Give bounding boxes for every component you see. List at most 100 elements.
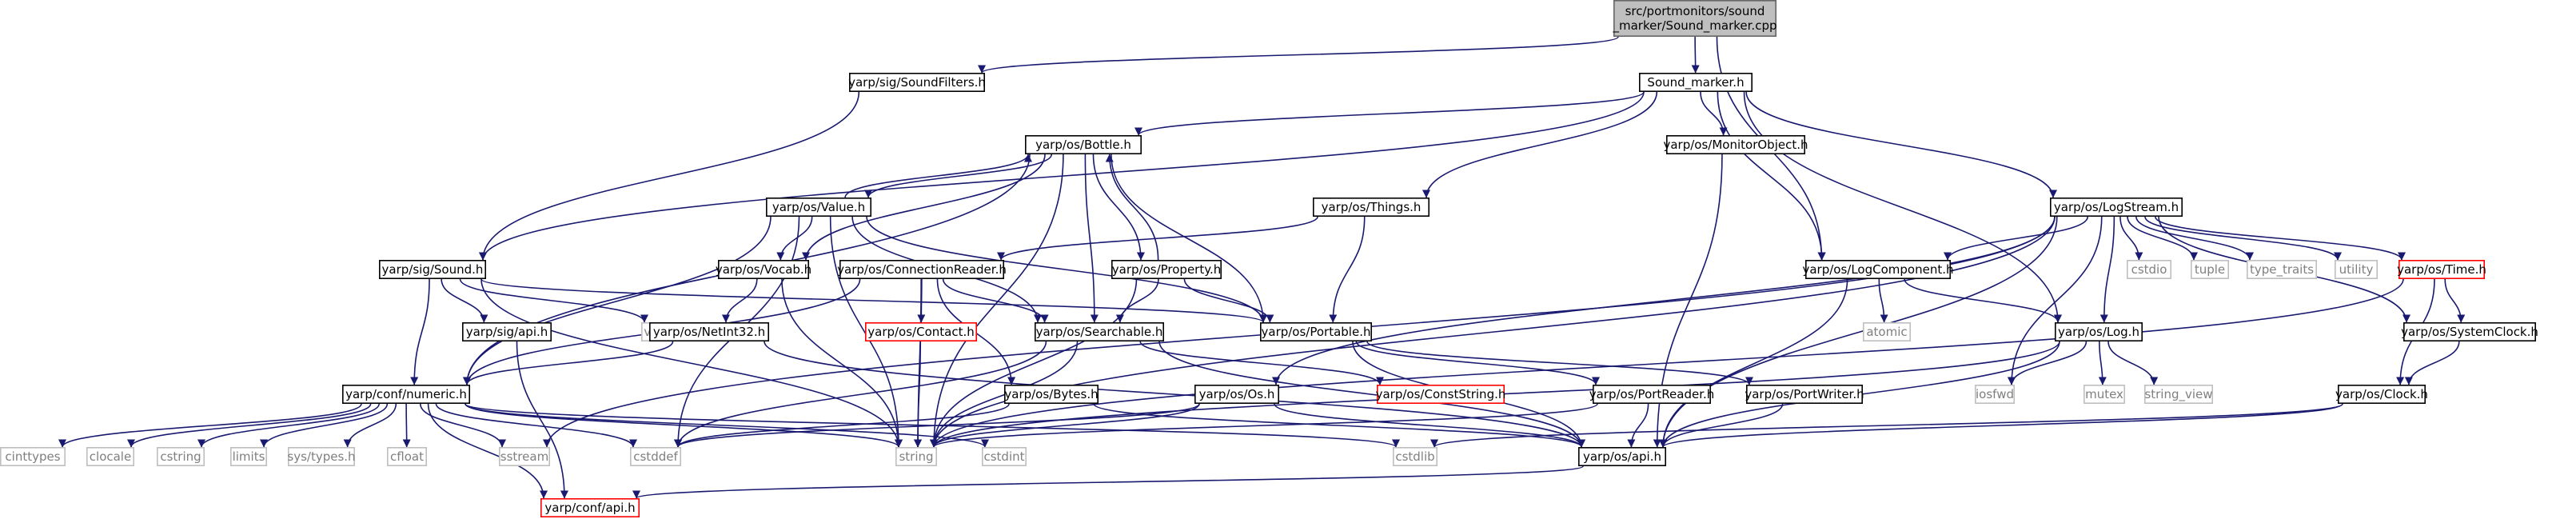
node-logstream[interactable]: yarp/os/LogStream.h — [2050, 198, 2183, 218]
node-label-portreader: yarp/os/PortReader.h — [1589, 387, 1715, 401]
node-systemclock[interactable]: yarp/os/SystemClock.h — [2401, 321, 2538, 341]
node-mutex[interactable]: mutex — [2084, 384, 2126, 404]
node-things[interactable]: yarp/os/Things.h — [1313, 198, 1430, 218]
node-sstream[interactable]: sstream — [498, 446, 550, 466]
edge-numeric-to-cstddef — [435, 403, 637, 448]
node-label-cstdint: cstdint — [983, 449, 1024, 464]
node-label-cstddef: cstddef — [633, 449, 678, 464]
node-box-clock — [2338, 384, 2426, 404]
edge-logstream-to-iosfwd — [2008, 216, 2103, 385]
edge-logstream-to-tuple — [2127, 216, 2198, 261]
edge-numeric-to-sstream — [419, 403, 506, 448]
edge-logstream-to-time — [2155, 216, 2406, 261]
node-netint32[interactable]: yarp/os/NetInt32.h — [648, 321, 769, 341]
edge-numeric-to-confapi — [427, 403, 548, 499]
node-box-cstdint — [982, 446, 1027, 466]
node-box-netint32 — [648, 321, 769, 341]
edge-root-to-soundmarker — [1691, 36, 1700, 74]
node-cstring[interactable]: cstring — [157, 446, 205, 466]
node-soundmarker[interactable]: Sound_marker.h — [1639, 73, 1753, 93]
node-bottle[interactable]: yarp/os/Bottle.h — [1025, 135, 1142, 155]
node-label-typetraits: type_traits — [2250, 262, 2314, 277]
node-confapi[interactable]: yarp/conf/api.h — [540, 497, 640, 517]
edge-log-to-mutex — [2098, 341, 2107, 385]
node-searchable[interactable]: yarp/os/Searchable.h — [1035, 321, 1165, 341]
node-clock[interactable]: yarp/os/Clock.h — [2335, 384, 2428, 404]
edge-soundmarker-to-things — [1422, 91, 1658, 198]
node-os[interactable]: yarp/os/Os.h — [1194, 384, 1280, 404]
node-box-confapi — [540, 497, 640, 517]
node-box-searchable — [1035, 321, 1165, 341]
node-soundfilters[interactable]: yarp/sig/SoundFilters.h — [848, 73, 986, 93]
node-log[interactable]: yarp/os/Log.h — [2055, 321, 2143, 341]
node-box-logcomponent — [1805, 259, 1952, 279]
node-systypes[interactable]: sys/types.h — [287, 446, 356, 466]
node-label-sigapi: yarp/sig/api.h — [466, 325, 548, 339]
edge-sound-to-string — [481, 278, 903, 448]
edge-logstream-to-cstdio — [2119, 216, 2143, 261]
node-label-netint32: yarp/os/NetInt32.h — [653, 325, 765, 339]
node-connreader[interactable]: yarp/os/ConnectionReader.h — [837, 259, 1007, 279]
node-numeric[interactable]: yarp/conf/numeric.h — [341, 384, 470, 404]
edge-systemclock-to-clock — [2404, 341, 2460, 385]
node-osapi[interactable]: yarp/os/api.h — [1578, 446, 1667, 466]
edge-sound-to-numeric — [410, 278, 430, 385]
node-label-bottle: yarp/os/Bottle.h — [1035, 138, 1131, 152]
node-iosfwd[interactable]: iosfwd — [1975, 384, 2016, 404]
node-sound[interactable]: yarp/sig/Sound.h — [378, 259, 486, 279]
node-label-root: _marker/Sound_marker.cpp — [1612, 18, 1776, 34]
node-conststring[interactable]: yarp/os/ConstString.h — [1376, 384, 1506, 404]
node-box-limits — [229, 446, 267, 466]
node-box-logstream — [2050, 198, 2183, 218]
node-box-os — [1194, 384, 1280, 404]
node-tuple[interactable]: tuple — [2191, 259, 2230, 279]
node-typetraits[interactable]: type_traits — [2247, 259, 2318, 279]
node-label-cinttypes: cinttypes — [5, 449, 60, 464]
node-cfloat[interactable]: cfloat — [386, 446, 427, 466]
edge-things-to-connreader — [997, 216, 1318, 261]
node-utility[interactable]: utility — [2335, 259, 2379, 279]
edge-numeric-to-clocale — [127, 403, 372, 448]
edge-bottle-to-searchable — [1084, 154, 1099, 323]
node-string[interactable]: string — [895, 446, 938, 466]
node-logcomponent[interactable]: yarp/os/LogComponent.h — [1802, 259, 1954, 279]
node-label-osapi: yarp/os/api.h — [1583, 449, 1661, 464]
node-clocale[interactable]: clocale — [86, 446, 135, 466]
node-cstdio[interactable]: cstdio — [2127, 259, 2172, 279]
node-label-cstdio: cstdio — [2131, 262, 2167, 277]
node-monitorobject[interactable]: yarp/os/MonitorObject.h — [1663, 135, 1808, 155]
node-atomic[interactable]: atomic — [1863, 321, 1912, 341]
node-vocab[interactable]: yarp/os/Vocab.h — [716, 259, 811, 279]
node-portwriter[interactable]: yarp/os/PortWriter.h — [1745, 384, 1864, 404]
node-contact[interactable]: yarp/os/Contact.h — [865, 321, 978, 341]
edge-things-to-portable — [1329, 216, 1366, 323]
node-box-vocab — [717, 259, 809, 279]
node-time[interactable]: yarp/os/Time.h — [2397, 259, 2486, 279]
edge-searchable-to-cstddef — [674, 341, 1047, 448]
node-box-log — [2055, 321, 2143, 341]
node-label-conststring: yarp/os/ConstString.h — [1376, 387, 1506, 401]
node-property[interactable]: yarp/os/Property.h — [1111, 259, 1222, 279]
node-cstdlib[interactable]: cstdlib — [1393, 446, 1438, 466]
edge-portreader-to-string — [930, 403, 1598, 448]
node-label-sstream: sstream — [500, 449, 548, 464]
node-stringview[interactable]: string_view — [2144, 384, 2214, 404]
node-sigapi[interactable]: yarp/sig/api.h — [461, 321, 552, 341]
node-box-connreader — [839, 259, 1005, 279]
edge-numeric-to-cfloat — [402, 403, 411, 448]
node-label-searchable: yarp/os/Searchable.h — [1036, 325, 1163, 339]
node-cinttypes[interactable]: cinttypes — [0, 446, 66, 466]
node-cstdint[interactable]: cstdint — [982, 446, 1027, 466]
node-box-numeric — [341, 384, 470, 404]
node-value[interactable]: yarp/os/Value.h — [765, 198, 871, 218]
node-portreader[interactable]: yarp/os/PortReader.h — [1589, 384, 1715, 404]
node-portable[interactable]: yarp/os/Portable.h — [1260, 321, 1373, 341]
node-limits[interactable]: limits — [229, 446, 267, 466]
node-box-osapi — [1578, 446, 1667, 466]
node-bytes[interactable]: yarp/os/Bytes.h — [1004, 384, 1099, 404]
node-root[interactable]: src/portmonitors/sound_marker/Sound_mark… — [1612, 0, 1777, 38]
node-label-value: yarp/os/Value.h — [772, 200, 865, 214]
node-label-vocab: yarp/os/Vocab.h — [716, 262, 811, 277]
node-cstddef[interactable]: cstddef — [629, 446, 681, 466]
